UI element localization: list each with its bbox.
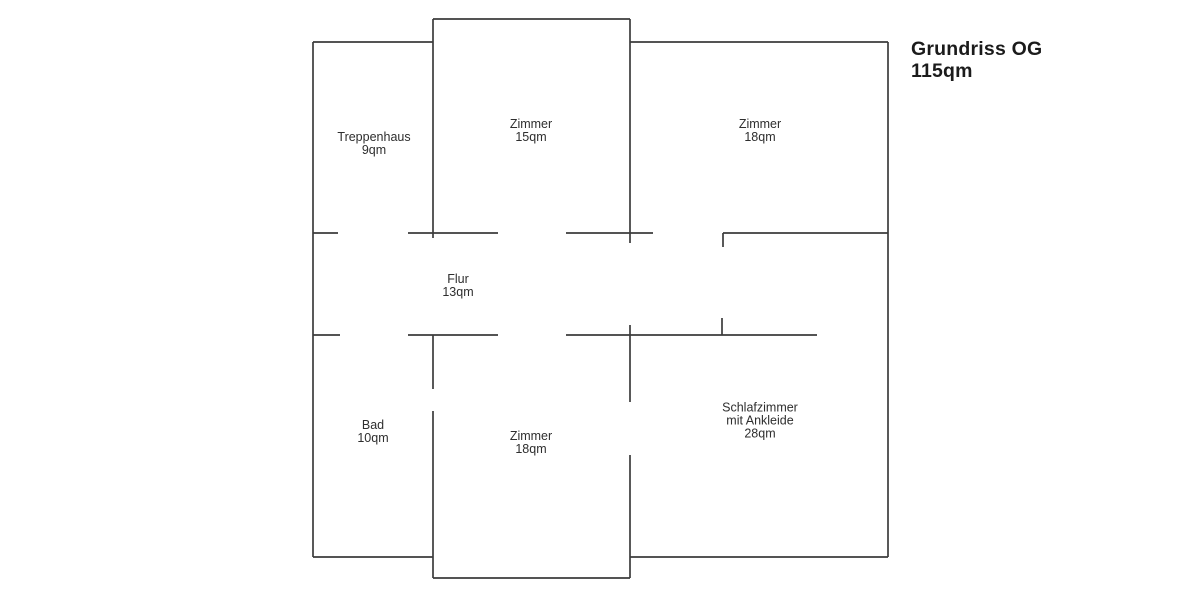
room-label-line: 18qm [744, 130, 776, 144]
plan-title: Grundriss OG 115qm [911, 38, 1042, 82]
room-label-line: Flur [447, 272, 469, 286]
room-label-line: Schlafzimmer [722, 400, 798, 415]
room-label-line: Zimmer [509, 429, 553, 443]
room-label-line: mit Ankleide [726, 413, 794, 428]
room-label-line: Bad [361, 418, 385, 432]
room-label-line: 28qm [744, 426, 776, 441]
room-label-line: 18qm [515, 442, 547, 456]
room-label-line: 9qm [361, 143, 387, 157]
room-label-line: 13qm [442, 285, 474, 299]
room-label-line: Zimmer [738, 117, 782, 131]
plan-title-area: 115qm [911, 60, 973, 82]
room-label-line: Zimmer [509, 117, 553, 131]
room-label-line: 15qm [515, 130, 547, 144]
plan-title-name: Grundriss OG [911, 38, 1043, 60]
room-label-line: Treppenhaus [337, 130, 411, 144]
room-label-line: 10qm [357, 431, 389, 445]
